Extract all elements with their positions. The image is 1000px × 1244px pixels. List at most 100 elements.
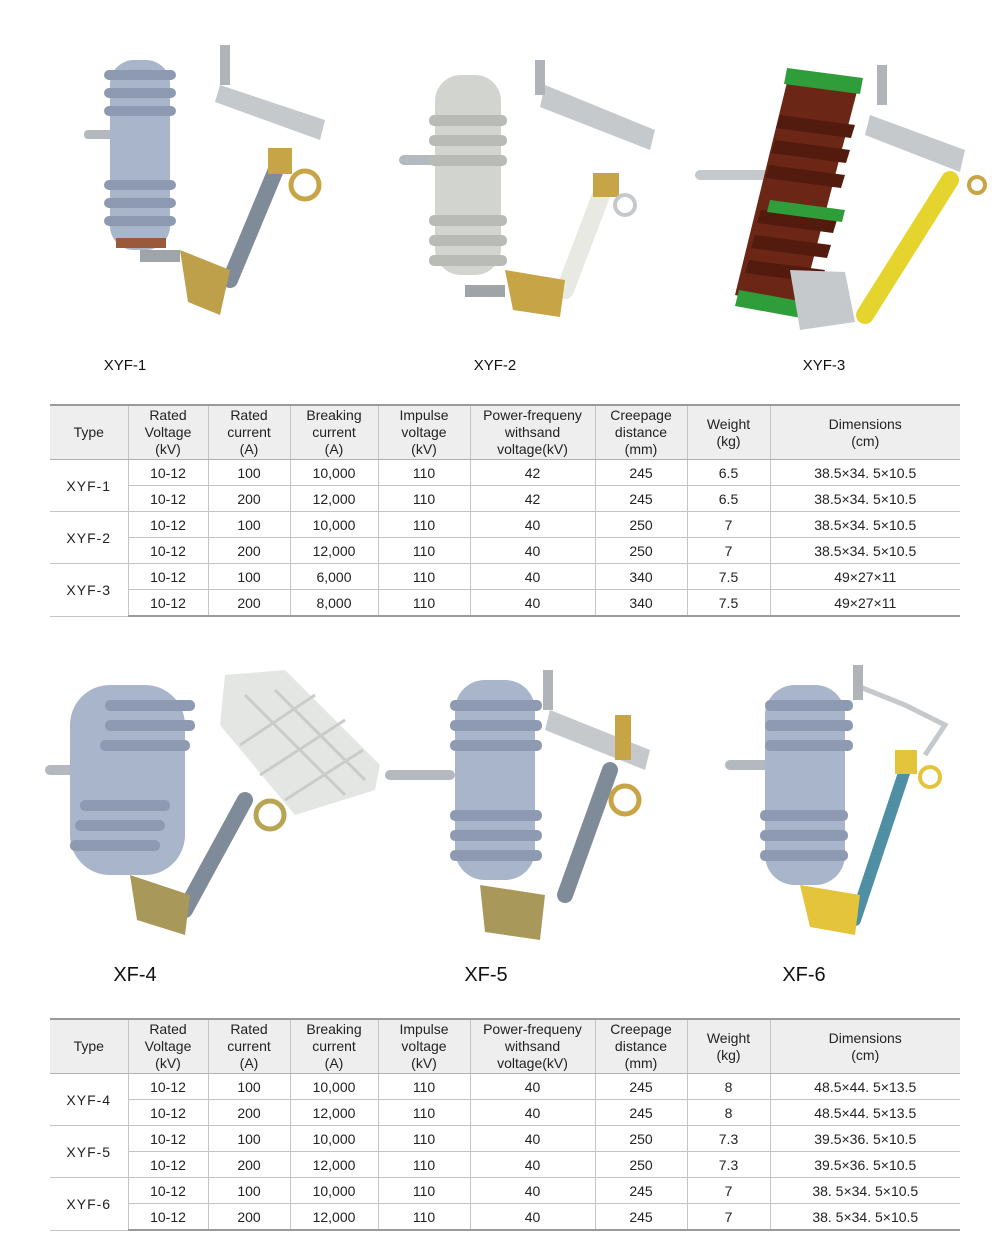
- cell-impulse-voltage: 110: [377, 1073, 470, 1100]
- cell-impulse-voltage: 110: [377, 1099, 470, 1126]
- cell-power-frequency: 40: [469, 589, 595, 617]
- cell-rated-current: 100: [207, 1073, 290, 1100]
- type-cell: XYF-2: [50, 511, 128, 564]
- cell-impulse-voltage: 110: [377, 589, 470, 617]
- cell-breaking-current: 6,000: [289, 563, 378, 590]
- cell-impulse-voltage: 110: [377, 1125, 470, 1152]
- product-caption: XYF-1: [103, 357, 147, 374]
- type-cell: XYF-3: [50, 563, 128, 617]
- cell-creepage-distance: 245: [594, 485, 687, 512]
- cell-dimensions: 38.5×34. 5×10.5: [769, 537, 960, 564]
- cell-power-frequency: 40: [469, 1177, 595, 1204]
- cell-breaking-current: 12,000: [289, 1203, 378, 1231]
- cell-rated-current: 200: [207, 1203, 290, 1231]
- fuse-cutout-xf-4-image: [45, 670, 380, 935]
- cell-rated-current: 100: [207, 1125, 290, 1152]
- product-xyf-2: [395, 55, 665, 335]
- cell-creepage-distance: 245: [594, 1099, 687, 1126]
- cell-power-frequency: 40: [469, 1073, 595, 1100]
- product-xyf-1: [80, 40, 350, 330]
- product-xf-6: [725, 665, 955, 950]
- cell-rated-voltage: 10-12: [127, 511, 208, 538]
- cell-power-frequency: 42: [469, 459, 595, 486]
- cell-weight: 7.5: [686, 563, 770, 590]
- cell-power-frequency: 42: [469, 485, 595, 512]
- cell-rated-voltage: 10-12: [127, 537, 208, 564]
- product-caption: XYF-2: [473, 357, 517, 374]
- type-cell: XYF-6: [50, 1177, 128, 1231]
- fuse-cutout-xyf-3-image: [695, 65, 987, 330]
- cell-breaking-current: 12,000: [289, 1151, 378, 1178]
- cell-creepage-distance: 250: [594, 1125, 687, 1152]
- header-dimensions: Dimensions(cm): [769, 404, 960, 460]
- fuse-cutout-xf-6-image: [725, 665, 949, 935]
- type-cell: XYF-4: [50, 1073, 128, 1126]
- cell-rated-current: 200: [207, 589, 290, 617]
- fuse-cutout-xyf-1-image: [84, 45, 325, 315]
- cell-rated-current: 200: [207, 485, 290, 512]
- product-caption: XF-4: [113, 964, 157, 986]
- cell-power-frequency: 40: [469, 1151, 595, 1178]
- cell-weight: 7: [686, 537, 770, 564]
- cell-dimensions: 38.5×34. 5×10.5: [769, 459, 960, 486]
- cell-dimensions: 38. 5×34. 5×10.5: [769, 1203, 960, 1231]
- cell-weight: 7.3: [686, 1151, 770, 1178]
- cell-rated-voltage: 10-12: [127, 459, 208, 486]
- header-type: Type: [50, 1018, 128, 1074]
- cell-weight: 7: [686, 1203, 770, 1231]
- cell-weight: 7: [686, 511, 770, 538]
- cell-rated-current: 100: [207, 1177, 290, 1204]
- header-type: Type: [50, 404, 128, 460]
- fuse-cutout-xyf-2-image: [399, 60, 655, 317]
- cell-breaking-current: 10,000: [289, 511, 378, 538]
- product-xyf-3: [695, 60, 995, 340]
- cell-weight: 7.3: [686, 1125, 770, 1152]
- cell-breaking-current: 8,000: [289, 589, 378, 617]
- header-dimensions: Dimensions(cm): [769, 1018, 960, 1074]
- cell-rated-voltage: 10-12: [127, 485, 208, 512]
- cell-rated-current: 100: [207, 511, 290, 538]
- cell-rated-voltage: 10-12: [127, 1177, 208, 1204]
- cell-creepage-distance: 340: [594, 589, 687, 617]
- cell-rated-current: 100: [207, 459, 290, 486]
- cell-impulse-voltage: 110: [377, 1151, 470, 1178]
- cell-weight: 7.5: [686, 589, 770, 617]
- product-caption: XYF-3: [802, 357, 846, 374]
- cell-rated-voltage: 10-12: [127, 1151, 208, 1178]
- cell-rated-current: 100: [207, 563, 290, 590]
- cell-power-frequency: 40: [469, 511, 595, 538]
- product-xf-4: [45, 665, 385, 950]
- cell-rated-voltage: 10-12: [127, 563, 208, 590]
- cell-creepage-distance: 250: [594, 511, 687, 538]
- cell-breaking-current: 10,000: [289, 1177, 378, 1204]
- cell-rated-current: 200: [207, 1099, 290, 1126]
- cell-rated-voltage: 10-12: [127, 1073, 208, 1100]
- cell-power-frequency: 40: [469, 1099, 595, 1126]
- cell-breaking-current: 10,000: [289, 1125, 378, 1152]
- cell-creepage-distance: 245: [594, 1177, 687, 1204]
- cell-impulse-voltage: 110: [377, 537, 470, 564]
- cell-impulse-voltage: 110: [377, 459, 470, 486]
- cell-weight: 8: [686, 1099, 770, 1126]
- cell-dimensions: 39.5×36. 5×10.5: [769, 1151, 960, 1178]
